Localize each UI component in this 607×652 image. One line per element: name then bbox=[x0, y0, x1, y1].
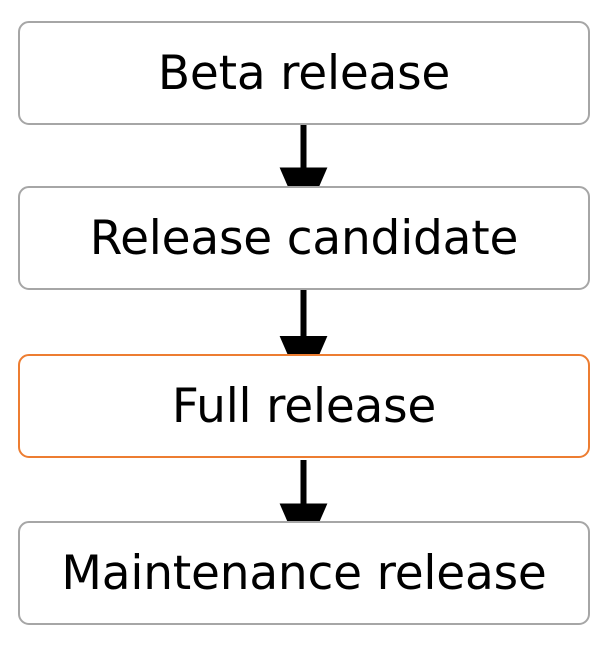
node-full-release[interactable]: Full release bbox=[18, 354, 590, 458]
node-beta-release-label: Beta release bbox=[157, 45, 451, 101]
node-release-candidate[interactable]: Release candidate bbox=[18, 186, 590, 290]
node-release-candidate-label: Release candidate bbox=[89, 210, 519, 266]
node-maintenance-release-label: Maintenance release bbox=[61, 545, 547, 601]
node-maintenance-release[interactable]: Maintenance release bbox=[18, 521, 590, 625]
node-full-release-label: Full release bbox=[171, 378, 437, 434]
node-beta-release[interactable]: Beta release bbox=[18, 21, 590, 125]
